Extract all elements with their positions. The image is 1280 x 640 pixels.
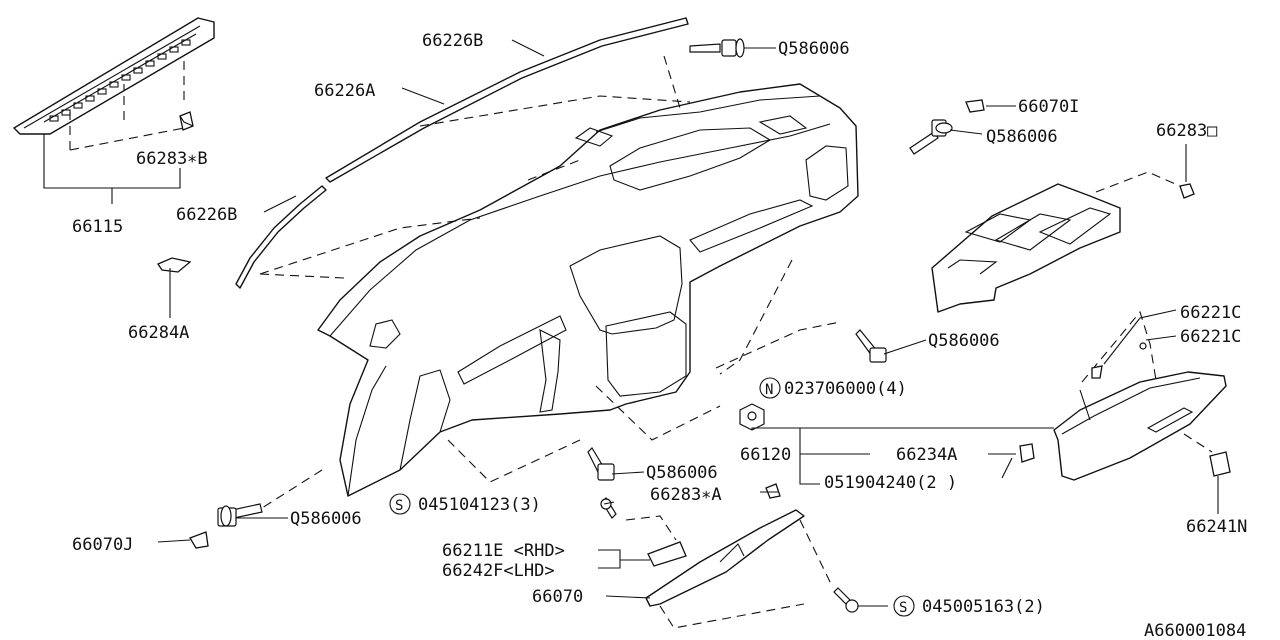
label-66284a: 66284A <box>128 323 189 343</box>
label-045104123-prefix: S <box>395 498 403 514</box>
nut-center-right <box>739 403 765 431</box>
label-045005163-prefix: S <box>899 600 907 616</box>
label-66120: 66120 <box>740 445 791 465</box>
label-66221c-2: 66221C <box>1180 327 1241 347</box>
label-051904240: 051904240(2 ) <box>824 473 957 493</box>
glove-box-housing-part <box>931 183 1121 313</box>
part-labels: 66226B 66226A 66226B 66115 66283∗B 66284… <box>72 31 1247 640</box>
label-66242f: 66242F<LHD> <box>442 561 555 581</box>
label-66283b: 66283∗B <box>136 149 208 169</box>
glove-box-door-part <box>1053 371 1227 481</box>
bolt-top <box>689 38 745 58</box>
label-66241n: 66241N <box>1186 517 1247 537</box>
n-prefix-circle <box>759 377 781 399</box>
label-66283-right: 66283□ <box>1156 121 1218 141</box>
label-q586006-bottom: Q586006 <box>290 509 362 529</box>
label-q586006-top: Q586006 <box>778 39 850 59</box>
s-prefix-circle-1 <box>389 493 411 515</box>
label-66070i: 66070I <box>1018 97 1079 117</box>
molding-strip-part <box>235 17 689 289</box>
clip-66283a <box>765 483 781 499</box>
clip-66284a <box>157 257 192 273</box>
screw-lower-center <box>600 497 617 519</box>
label-66283a: 66283∗A <box>650 485 722 505</box>
label-q586006-right1: Q586006 <box>986 127 1058 147</box>
clip-66070j <box>189 531 209 549</box>
label-023706000: 023706000(4) <box>784 379 907 399</box>
label-66226a: 66226A <box>314 81 375 101</box>
screw-bottom <box>833 587 859 613</box>
glove-box-parts-small <box>1001 342 1231 479</box>
label-045104123: 045104123(3) <box>418 495 541 515</box>
bolt-right-upper <box>909 119 953 155</box>
assembly-guide-lines <box>259 47 841 509</box>
label-66211e: 66211E <RHD> <box>442 541 565 561</box>
bracket-66211e-part <box>647 541 687 567</box>
bolt-bottom-left <box>217 503 263 527</box>
defroster-grille-part <box>13 17 215 151</box>
label-66226b-top: 66226B <box>422 31 483 51</box>
instrument-panel-body <box>317 83 859 497</box>
diagram-id: A660001084 <box>1144 621 1246 640</box>
clip-66283b-part <box>179 111 194 131</box>
label-q586006-right2: Q586006 <box>928 331 1000 351</box>
bolt-right-mid <box>855 329 887 363</box>
label-66070: 66070 <box>532 587 583 607</box>
s-prefix-circle-2 <box>893 595 915 617</box>
clip-66283-part <box>1179 183 1195 199</box>
leader-lines <box>157 39 1219 607</box>
bolt-center <box>587 447 615 481</box>
label-q586006-mid: Q586006 <box>646 463 718 483</box>
label-045005163: 045005163(2) <box>922 597 1045 617</box>
label-66115: 66115 <box>72 217 123 237</box>
label-023706000-prefix: N <box>765 382 773 398</box>
lower-cover-part <box>645 509 805 607</box>
clip-66070i <box>965 99 985 113</box>
label-66234a: 66234A <box>896 445 957 465</box>
label-66221c-1: 66221C <box>1180 303 1241 323</box>
label-66226b-left: 66226B <box>176 205 237 225</box>
label-66070j: 66070J <box>72 535 133 555</box>
